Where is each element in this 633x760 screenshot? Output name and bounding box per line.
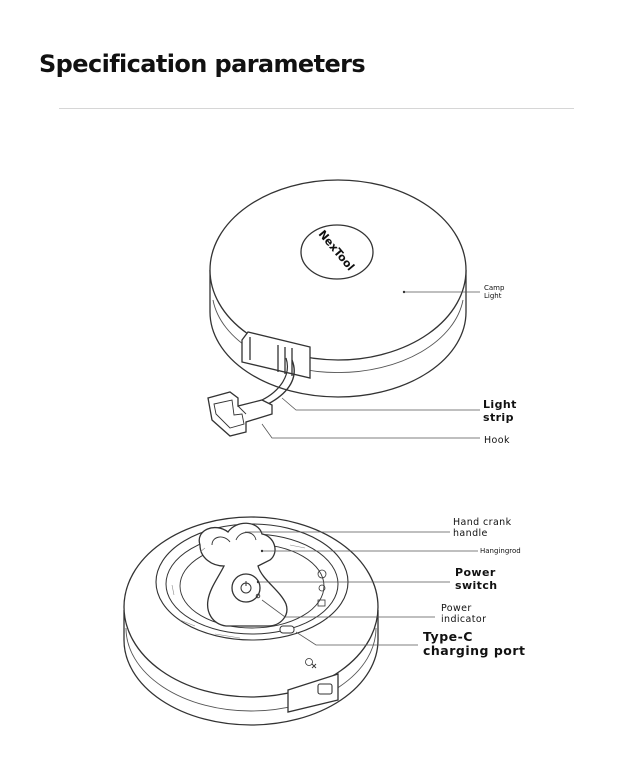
label-type-c-charging-port: Type-C charging port (423, 629, 526, 659)
label-light-strip: Light strip (483, 398, 517, 424)
label-hand-crank-handle: Hand crank handle (453, 517, 512, 539)
label-camp-light: Camp Light (484, 284, 505, 301)
label-power-indicator: Power indicator (441, 603, 487, 625)
label-hanging-rod: Hangingrod (480, 547, 521, 555)
label-hook: Hook (484, 435, 510, 446)
divider (59, 108, 574, 109)
page-title: Specification parameters (39, 50, 366, 78)
label-power-switch: Power switch (455, 566, 498, 592)
